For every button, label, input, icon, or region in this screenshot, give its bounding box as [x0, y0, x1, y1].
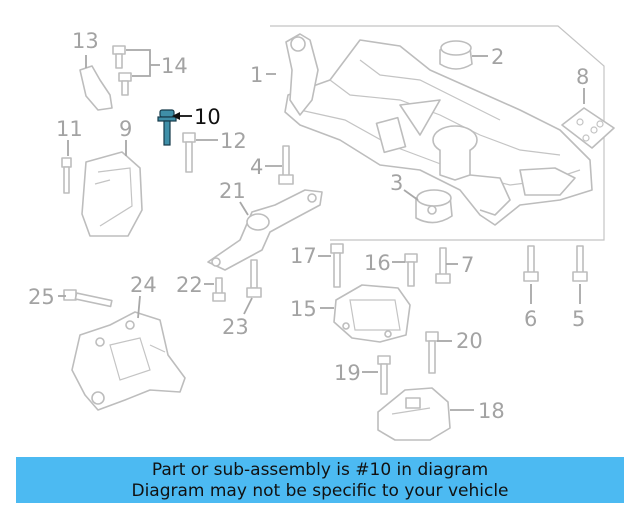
- bolt-17: [330, 243, 344, 288]
- callout-3: 3: [390, 171, 403, 195]
- bolt-11: [61, 157, 72, 194]
- callout-1: 1: [250, 63, 263, 87]
- callout-15: 15: [290, 297, 317, 321]
- callout-23: 23: [222, 315, 249, 339]
- bolt-22: [212, 277, 226, 302]
- bolt-23: [246, 259, 262, 298]
- callout-21: 21: [219, 179, 246, 203]
- banner-line-part: Part or sub-assembly is #10 in diagram: [151, 460, 489, 480]
- bolt-10-highlighted: [157, 109, 177, 146]
- callout-18: 18: [478, 399, 505, 423]
- callout-5: 5: [572, 307, 585, 331]
- mount-9: [81, 151, 143, 237]
- callout-9: 9: [119, 117, 132, 141]
- callout-11: 11: [56, 117, 83, 141]
- callout-2: 2: [491, 45, 504, 69]
- callout-10: 10: [194, 105, 221, 129]
- subframe-assembly: [270, 25, 605, 241]
- bolt-6: [523, 245, 539, 282]
- leader-arrow-10: [172, 112, 180, 120]
- callout-25: 25: [28, 285, 55, 309]
- callout-4: 4: [250, 155, 263, 179]
- bracket-24: [71, 311, 186, 411]
- bolt-7: [435, 247, 451, 284]
- bolt-5: [572, 245, 588, 282]
- plate-8: [561, 107, 615, 149]
- bracket-13: [79, 65, 113, 111]
- callout-labels: 1 2 3 4 5 6 7 8 9 10 11 12 13 14 15 16 1…: [28, 29, 589, 423]
- bolt-19: [377, 355, 391, 395]
- callout-17: 17: [290, 244, 317, 268]
- callout-13: 13: [72, 29, 99, 53]
- torque-arm-21: [207, 189, 323, 271]
- callout-19: 19: [334, 361, 361, 385]
- bolts-14: [112, 45, 132, 96]
- callout-14: 14: [161, 54, 188, 78]
- callout-12: 12: [220, 129, 247, 153]
- bolt-20: [425, 331, 439, 374]
- bolt-16: [404, 253, 418, 287]
- callout-24: 24: [130, 273, 157, 297]
- callout-7: 7: [461, 253, 474, 277]
- banner-line-disclaimer: Diagram may not be specific to your vehi…: [131, 481, 509, 501]
- callout-6: 6: [524, 307, 537, 331]
- mount-15: [333, 284, 411, 343]
- callout-8: 8: [576, 65, 589, 89]
- bolt-4: [278, 145, 294, 185]
- bolt-12: [182, 132, 196, 173]
- mount-2: [439, 40, 473, 70]
- bolt-25: [63, 289, 113, 308]
- leader-lines: [58, 49, 585, 411]
- callout-16: 16: [364, 251, 391, 275]
- callout-20: 20: [456, 329, 483, 353]
- info-banner: Part or sub-assembly is #10 in diagram D…: [16, 457, 624, 503]
- callout-22: 22: [176, 273, 203, 297]
- mount-18: [377, 387, 451, 441]
- mount-3: [415, 189, 453, 224]
